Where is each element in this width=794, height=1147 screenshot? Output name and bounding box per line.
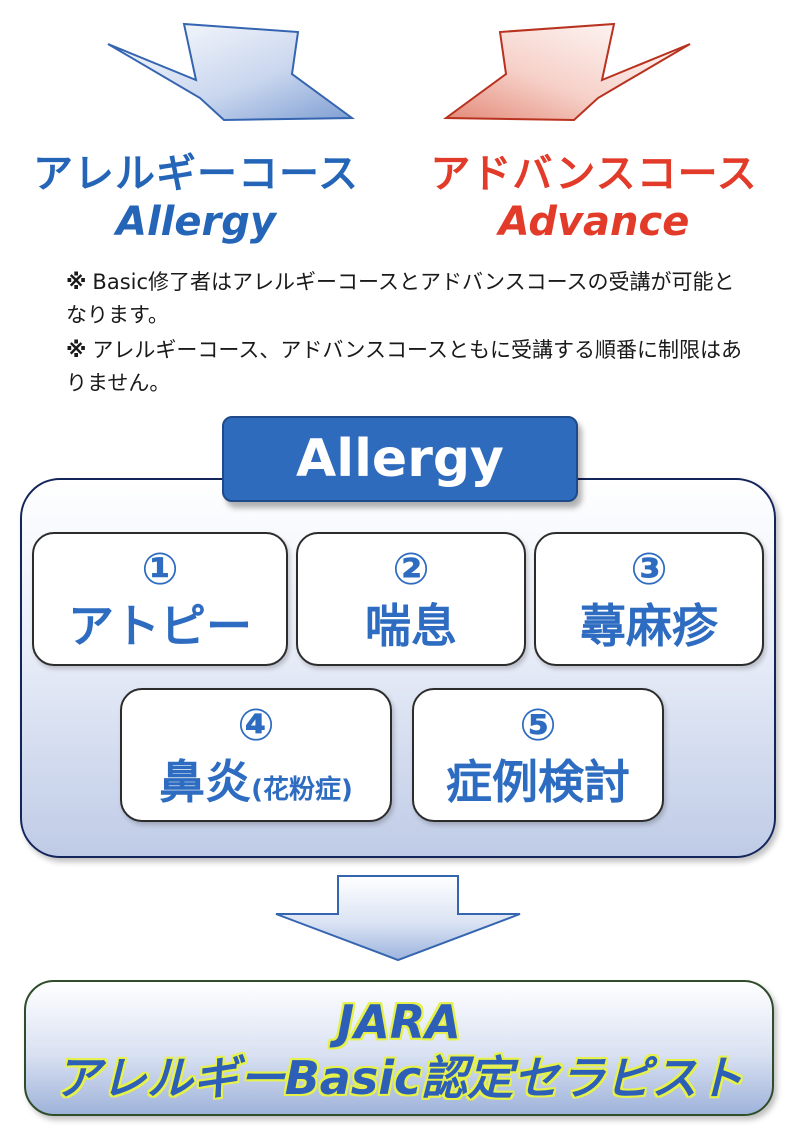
allergy-course-subtitle: Allergy (116, 199, 276, 245)
course-item-atopy: ① アトピー (32, 532, 288, 666)
item-number: ① (141, 544, 179, 595)
item-number: ③ (630, 544, 668, 595)
certification-box: JARA アレルギーBasic認定セラピスト (24, 980, 774, 1116)
allergy-panel-title: Allergy (222, 416, 578, 502)
item-label: 鼻炎(花粉症) (122, 752, 390, 820)
certification-title: アレルギーBasic認定セラピスト (54, 1051, 744, 1105)
course-item-rhinitis: ④ 鼻炎(花粉症) (120, 688, 392, 822)
certification-org: JARA (337, 995, 461, 1049)
advance-course-title: アドバンスコース (430, 151, 758, 197)
item-label: 症例検討 (446, 755, 630, 809)
note-text: アレルギーコース、アドバンスコースともに受講する順番に制限はありません。 (66, 338, 742, 395)
item-label: 蕁麻疹 (580, 599, 718, 653)
down-arrow-icon (275, 875, 521, 962)
note-mark: ※ (66, 270, 87, 294)
note-mark: ※ (66, 338, 87, 362)
note-basic-completion: ※Basic修了者はアレルギーコースとアドバンスコースの受講が可能となります。 (66, 266, 746, 332)
allergy-course-title: アレルギーコース (33, 151, 359, 197)
advance-course-subtitle: Advance (498, 199, 690, 245)
red-arrow-icon (443, 22, 691, 122)
course-item-case-study: ⑤ 症例検討 (412, 688, 664, 822)
item-label: アトピー (68, 599, 252, 653)
note-text: Basic修了者はアレルギーコースとアドバンスコースの受講が可能となります。 (66, 270, 735, 327)
note-course-order: ※アレルギーコース、アドバンスコースともに受講する順番に制限はありません。 (66, 334, 746, 400)
course-item-asthma: ② 喘息 (296, 532, 526, 666)
blue-arrow-icon (107, 22, 355, 122)
item-label-main: 鼻炎 (159, 755, 252, 809)
item-number: ④ (237, 700, 275, 751)
course-item-urticaria: ③ 蕁麻疹 (534, 532, 764, 666)
item-number: ② (392, 544, 430, 595)
item-label: 喘息 (365, 599, 457, 653)
item-number: ⑤ (519, 700, 557, 751)
item-label-suffix: (花粉症) (251, 775, 353, 805)
